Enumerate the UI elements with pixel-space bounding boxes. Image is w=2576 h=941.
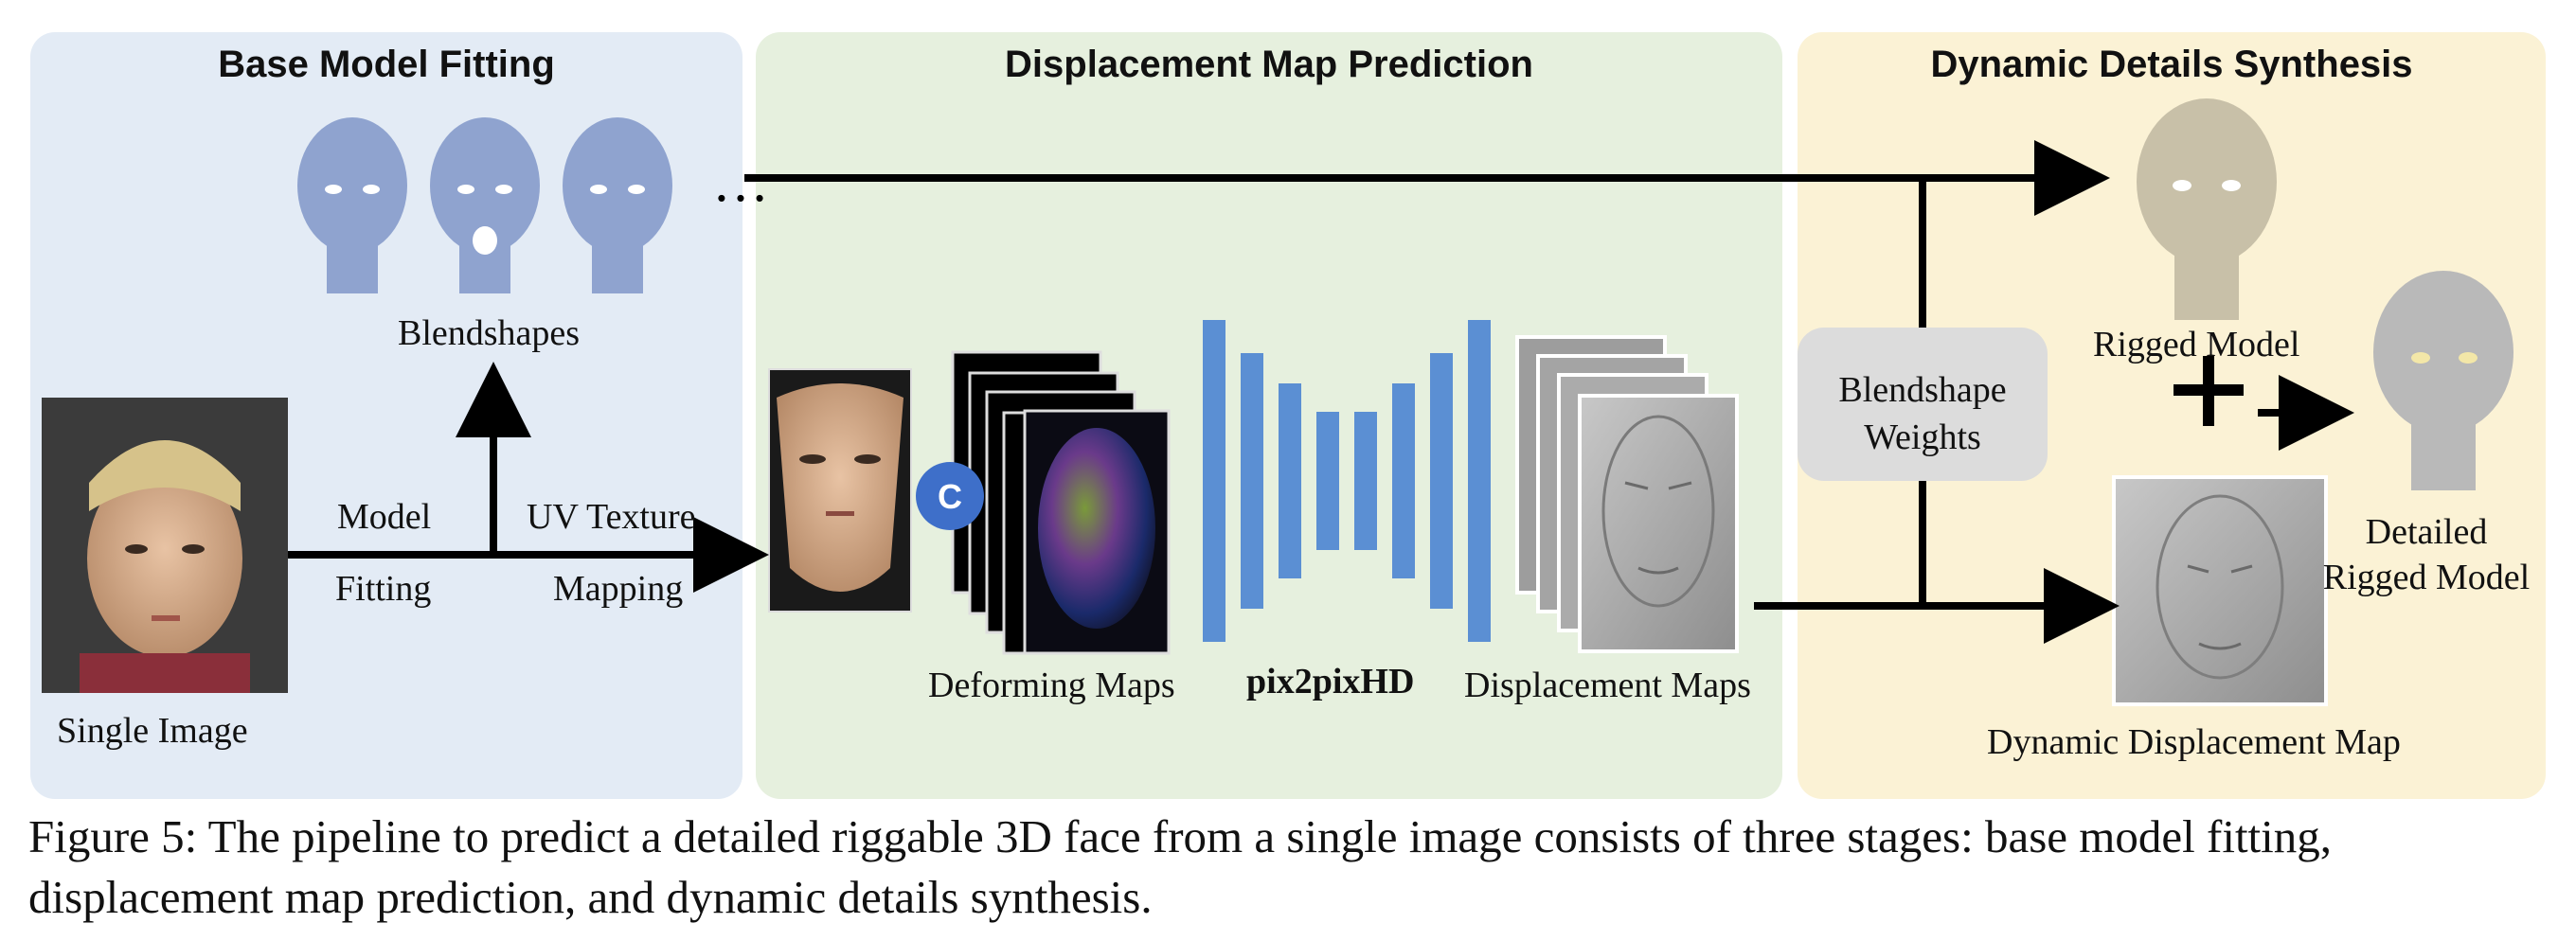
dynamic-displacement-map: [2112, 475, 2328, 706]
network-layer-bar-4: [1316, 412, 1339, 550]
detailed-rigged-model-mesh: [2373, 271, 2513, 490]
ellipsis: …: [712, 151, 769, 213]
label-uv-texture: UV Texture: [527, 497, 696, 537]
label-blendshape-weights-2: Weights: [1864, 417, 1981, 457]
network-layer-bar-7: [1430, 353, 1453, 609]
network-layer-bar-5: [1354, 412, 1377, 550]
network-layer-bar-6: [1392, 383, 1415, 578]
uv-texture-map: [768, 368, 912, 613]
label-blendshape-weights-1: Blendshape: [1838, 370, 2007, 410]
displacement-maps-stack: [1515, 335, 1739, 653]
network-layer-bar-8: [1468, 320, 1491, 642]
svg-text:C: C: [938, 477, 962, 516]
input-photo: [42, 398, 288, 693]
label-deforming-maps: Deforming Maps: [928, 666, 1175, 705]
blendshape-head-3: [563, 117, 672, 293]
label-detailed-line1: Detailed: [2365, 512, 2488, 552]
rigged-model-mesh: [2137, 98, 2277, 320]
pix2pixhd-network: [1203, 320, 1491, 642]
label-blendshapes: Blendshapes: [398, 313, 581, 353]
figure-caption: Figure 5: The pipeline to predict a deta…: [28, 810, 2333, 923]
label-model: Model: [337, 497, 432, 537]
label-single-image: Single Image: [57, 711, 248, 751]
label-mapping: Mapping: [553, 569, 684, 609]
network-layer-bar-2: [1241, 353, 1263, 609]
flow-arrows: [288, 140, 2354, 644]
network-layer-bar-3: [1279, 383, 1301, 578]
label-network: pix2pixHD: [1246, 662, 1415, 701]
label-detailed-line2: Rigged Model: [2322, 558, 2531, 597]
label-fitting: Fitting: [335, 569, 432, 609]
panel-title-base: Base Model Fitting: [218, 44, 555, 85]
network-layer-bar-1: [1203, 320, 1225, 642]
label-rigged-model: Rigged Model: [2093, 325, 2300, 364]
concat-badge: C: [916, 462, 984, 530]
panel-title-displacement: Displacement Map Prediction: [1005, 44, 1533, 85]
deforming-maps-stack: [951, 350, 1171, 655]
panel-title-dynamic: Dynamic Details Synthesis: [1930, 44, 2413, 85]
blendshape-meshes: [297, 117, 672, 293]
blendshape-head-1: [297, 117, 407, 293]
blendshape-weights-box: [1798, 328, 2048, 481]
label-displacement-maps: Displacement Maps: [1464, 666, 1751, 705]
plus-sign: [2174, 356, 2244, 426]
label-dynamic-displacement-map: Dynamic Displacement Map: [1987, 722, 2401, 762]
blendshape-head-2: [430, 117, 540, 293]
